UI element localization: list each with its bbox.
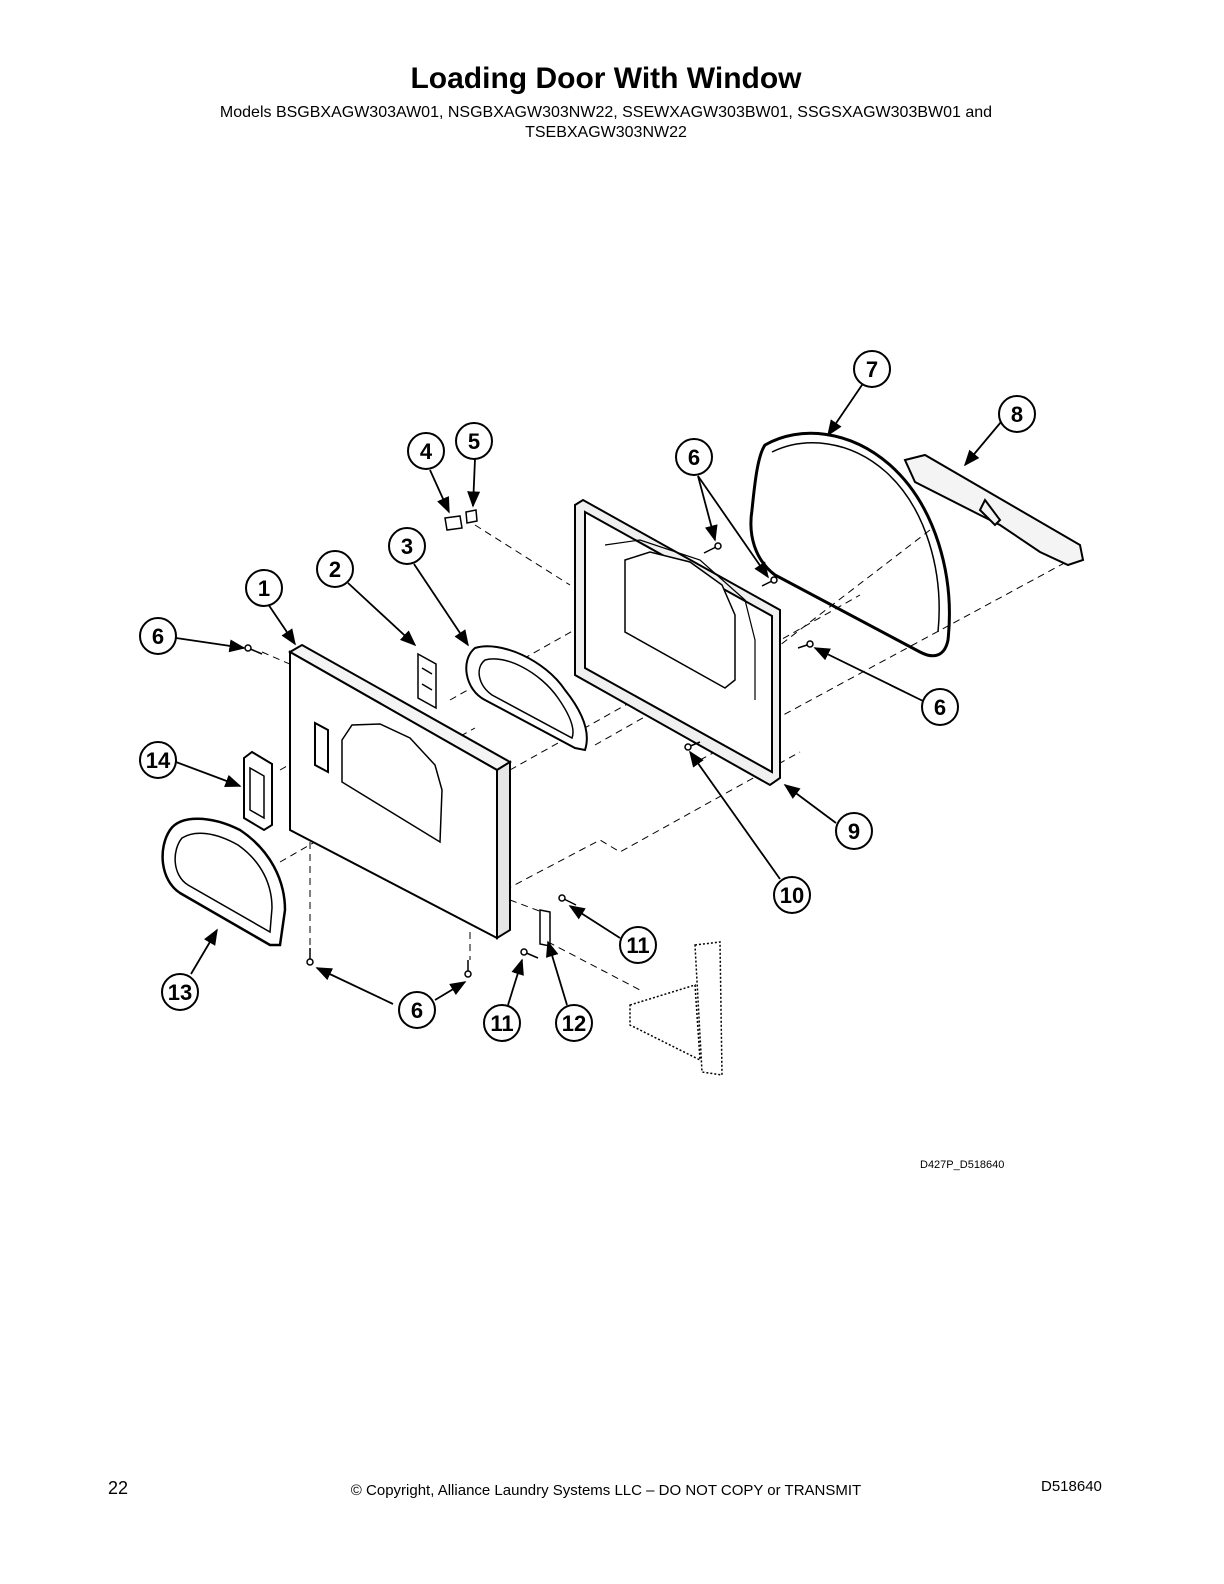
- callout-6-left: 6: [139, 617, 177, 655]
- callout-11-lower: 11: [483, 1004, 521, 1042]
- callout-5: 5: [455, 422, 493, 460]
- callout-3: 3: [388, 527, 426, 565]
- page-title: Loading Door With Window: [410, 62, 802, 95]
- document-number: D518640: [1041, 1478, 1102, 1495]
- inner-door-frame: [574, 498, 781, 787]
- callout-8-label: 8: [1011, 402, 1023, 427]
- callout-12: 12: [555, 1004, 593, 1042]
- callout-2-label: 2: [329, 557, 341, 582]
- callout-6-top: 6: [675, 438, 713, 476]
- window-inner-frame: [465, 645, 588, 752]
- callout-11-upper-label: 11: [626, 933, 649, 958]
- models-line-2: TSEBXAGW303NW22: [525, 124, 687, 141]
- callout-10: 10: [773, 876, 811, 914]
- callout-4-label: 4: [420, 439, 433, 464]
- callout-3-label: 3: [401, 534, 413, 559]
- callout-1: 1: [245, 569, 283, 607]
- callout-13-label: 13: [168, 980, 192, 1005]
- callout-6-bottom: 6: [398, 991, 436, 1029]
- callout-9: 9: [835, 812, 873, 850]
- callout-14-label: 14: [146, 748, 171, 773]
- callout-7: 7: [853, 350, 891, 388]
- callout-13: 13: [161, 973, 199, 1011]
- latch-strike: [539, 909, 551, 947]
- diagram-reference-code: D427P_D518640: [920, 1159, 1005, 1171]
- callout-6-right: 6: [921, 688, 959, 726]
- cabinet-fragment-dotted: [629, 941, 723, 1076]
- hinge-clip-part-5: [465, 509, 478, 524]
- callout-5-label: 5: [468, 429, 480, 454]
- callout-1-label: 1: [258, 576, 270, 601]
- door-panel: [287, 643, 512, 940]
- latch-bracket: [417, 652, 437, 710]
- callout-14: 14: [139, 741, 177, 779]
- window-outer-frame: [161, 817, 287, 947]
- callout-6-bottom-label: 6: [411, 998, 423, 1023]
- door-pull: [243, 750, 273, 832]
- callout-6-top-label: 6: [688, 445, 700, 470]
- page-number: 22: [108, 1478, 129, 1498]
- door-gasket: [749, 431, 951, 658]
- callout-8: 8: [998, 395, 1036, 433]
- callout-4: 4: [407, 432, 445, 470]
- callout-6-right-label: 6: [934, 695, 946, 720]
- callout-7-label: 7: [866, 357, 878, 382]
- callout-11-upper: 11: [619, 926, 657, 964]
- callout-2: 2: [316, 550, 354, 588]
- models-line-1: Models BSGBXAGW303AW01, NSGBXAGW303NW22,…: [219, 104, 993, 121]
- callout-11-lower-label: 11: [490, 1011, 513, 1036]
- callout-10-label: 10: [780, 883, 804, 908]
- hinge-clip-part-4: [444, 515, 463, 531]
- copyright-notice: © Copyright, Alliance Laundry Systems LL…: [350, 1482, 862, 1499]
- door-handle: [903, 453, 1085, 567]
- callout-6-left-label: 6: [152, 624, 164, 649]
- callout-12-label: 12: [562, 1011, 586, 1036]
- screws: [244, 542, 814, 978]
- callout-9-label: 9: [848, 819, 860, 844]
- callouts: 1 2 3 4 5 6 6 6: [139, 350, 1036, 1042]
- leader-arrows: [175, 384, 1002, 1006]
